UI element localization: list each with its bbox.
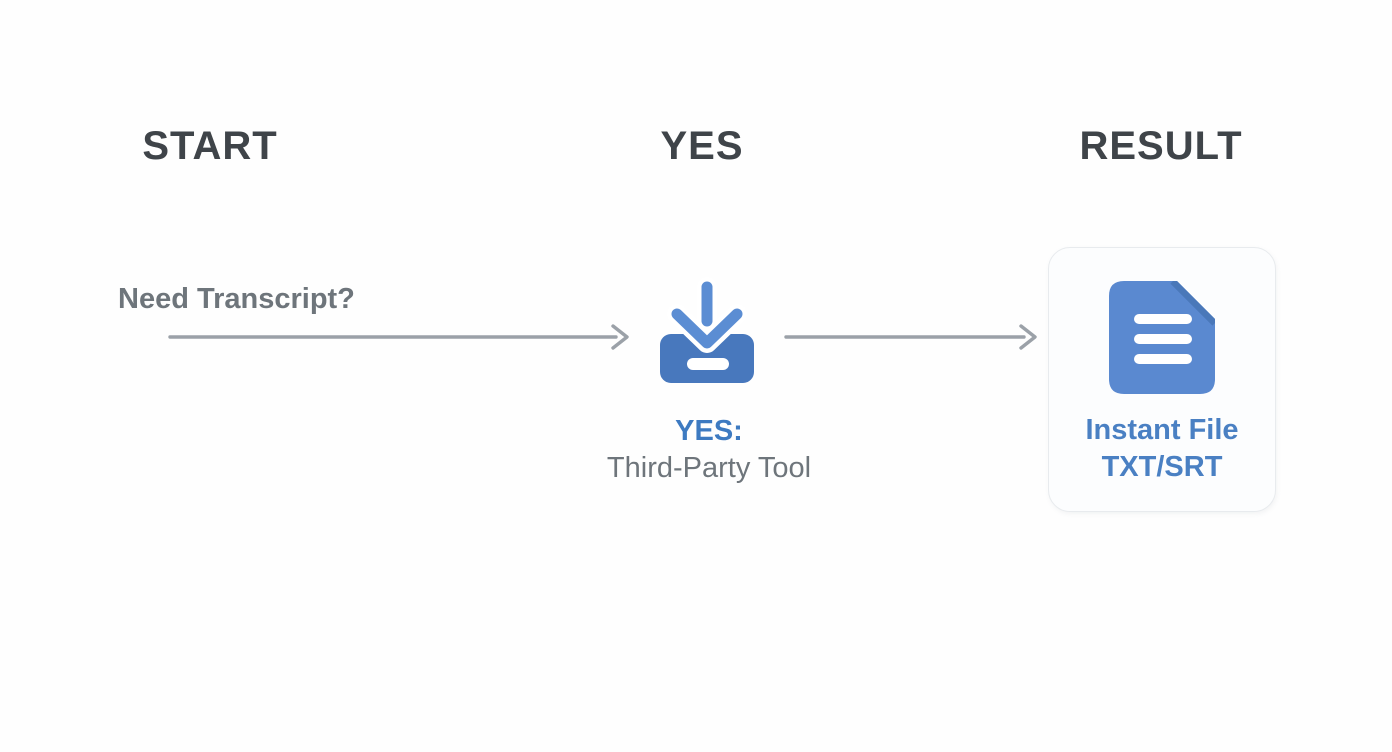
download-arrow-glyph xyxy=(667,277,747,353)
result-label-line1: Instant File xyxy=(1085,414,1239,446)
start-question-label: Need Transcript? xyxy=(118,283,355,315)
column-header-result: RESULT xyxy=(1079,124,1243,168)
download-tray-icon xyxy=(660,277,754,383)
middle-caption: YES: Third-Party Tool xyxy=(559,413,859,487)
document-icon xyxy=(1109,281,1215,394)
result-card: Instant File TXT/SRT xyxy=(1048,247,1276,512)
flow-arrow-1 xyxy=(168,324,629,350)
flow-arrow-2 xyxy=(784,324,1037,350)
column-header-yes: YES xyxy=(660,124,744,168)
middle-caption-subtitle: Third-Party Tool xyxy=(606,452,812,484)
column-header-start: START xyxy=(142,124,278,168)
result-label: Instant File TXT/SRT xyxy=(1049,412,1275,486)
result-label-line2: TXT/SRT xyxy=(1101,451,1223,483)
middle-caption-title: YES: xyxy=(675,415,743,447)
